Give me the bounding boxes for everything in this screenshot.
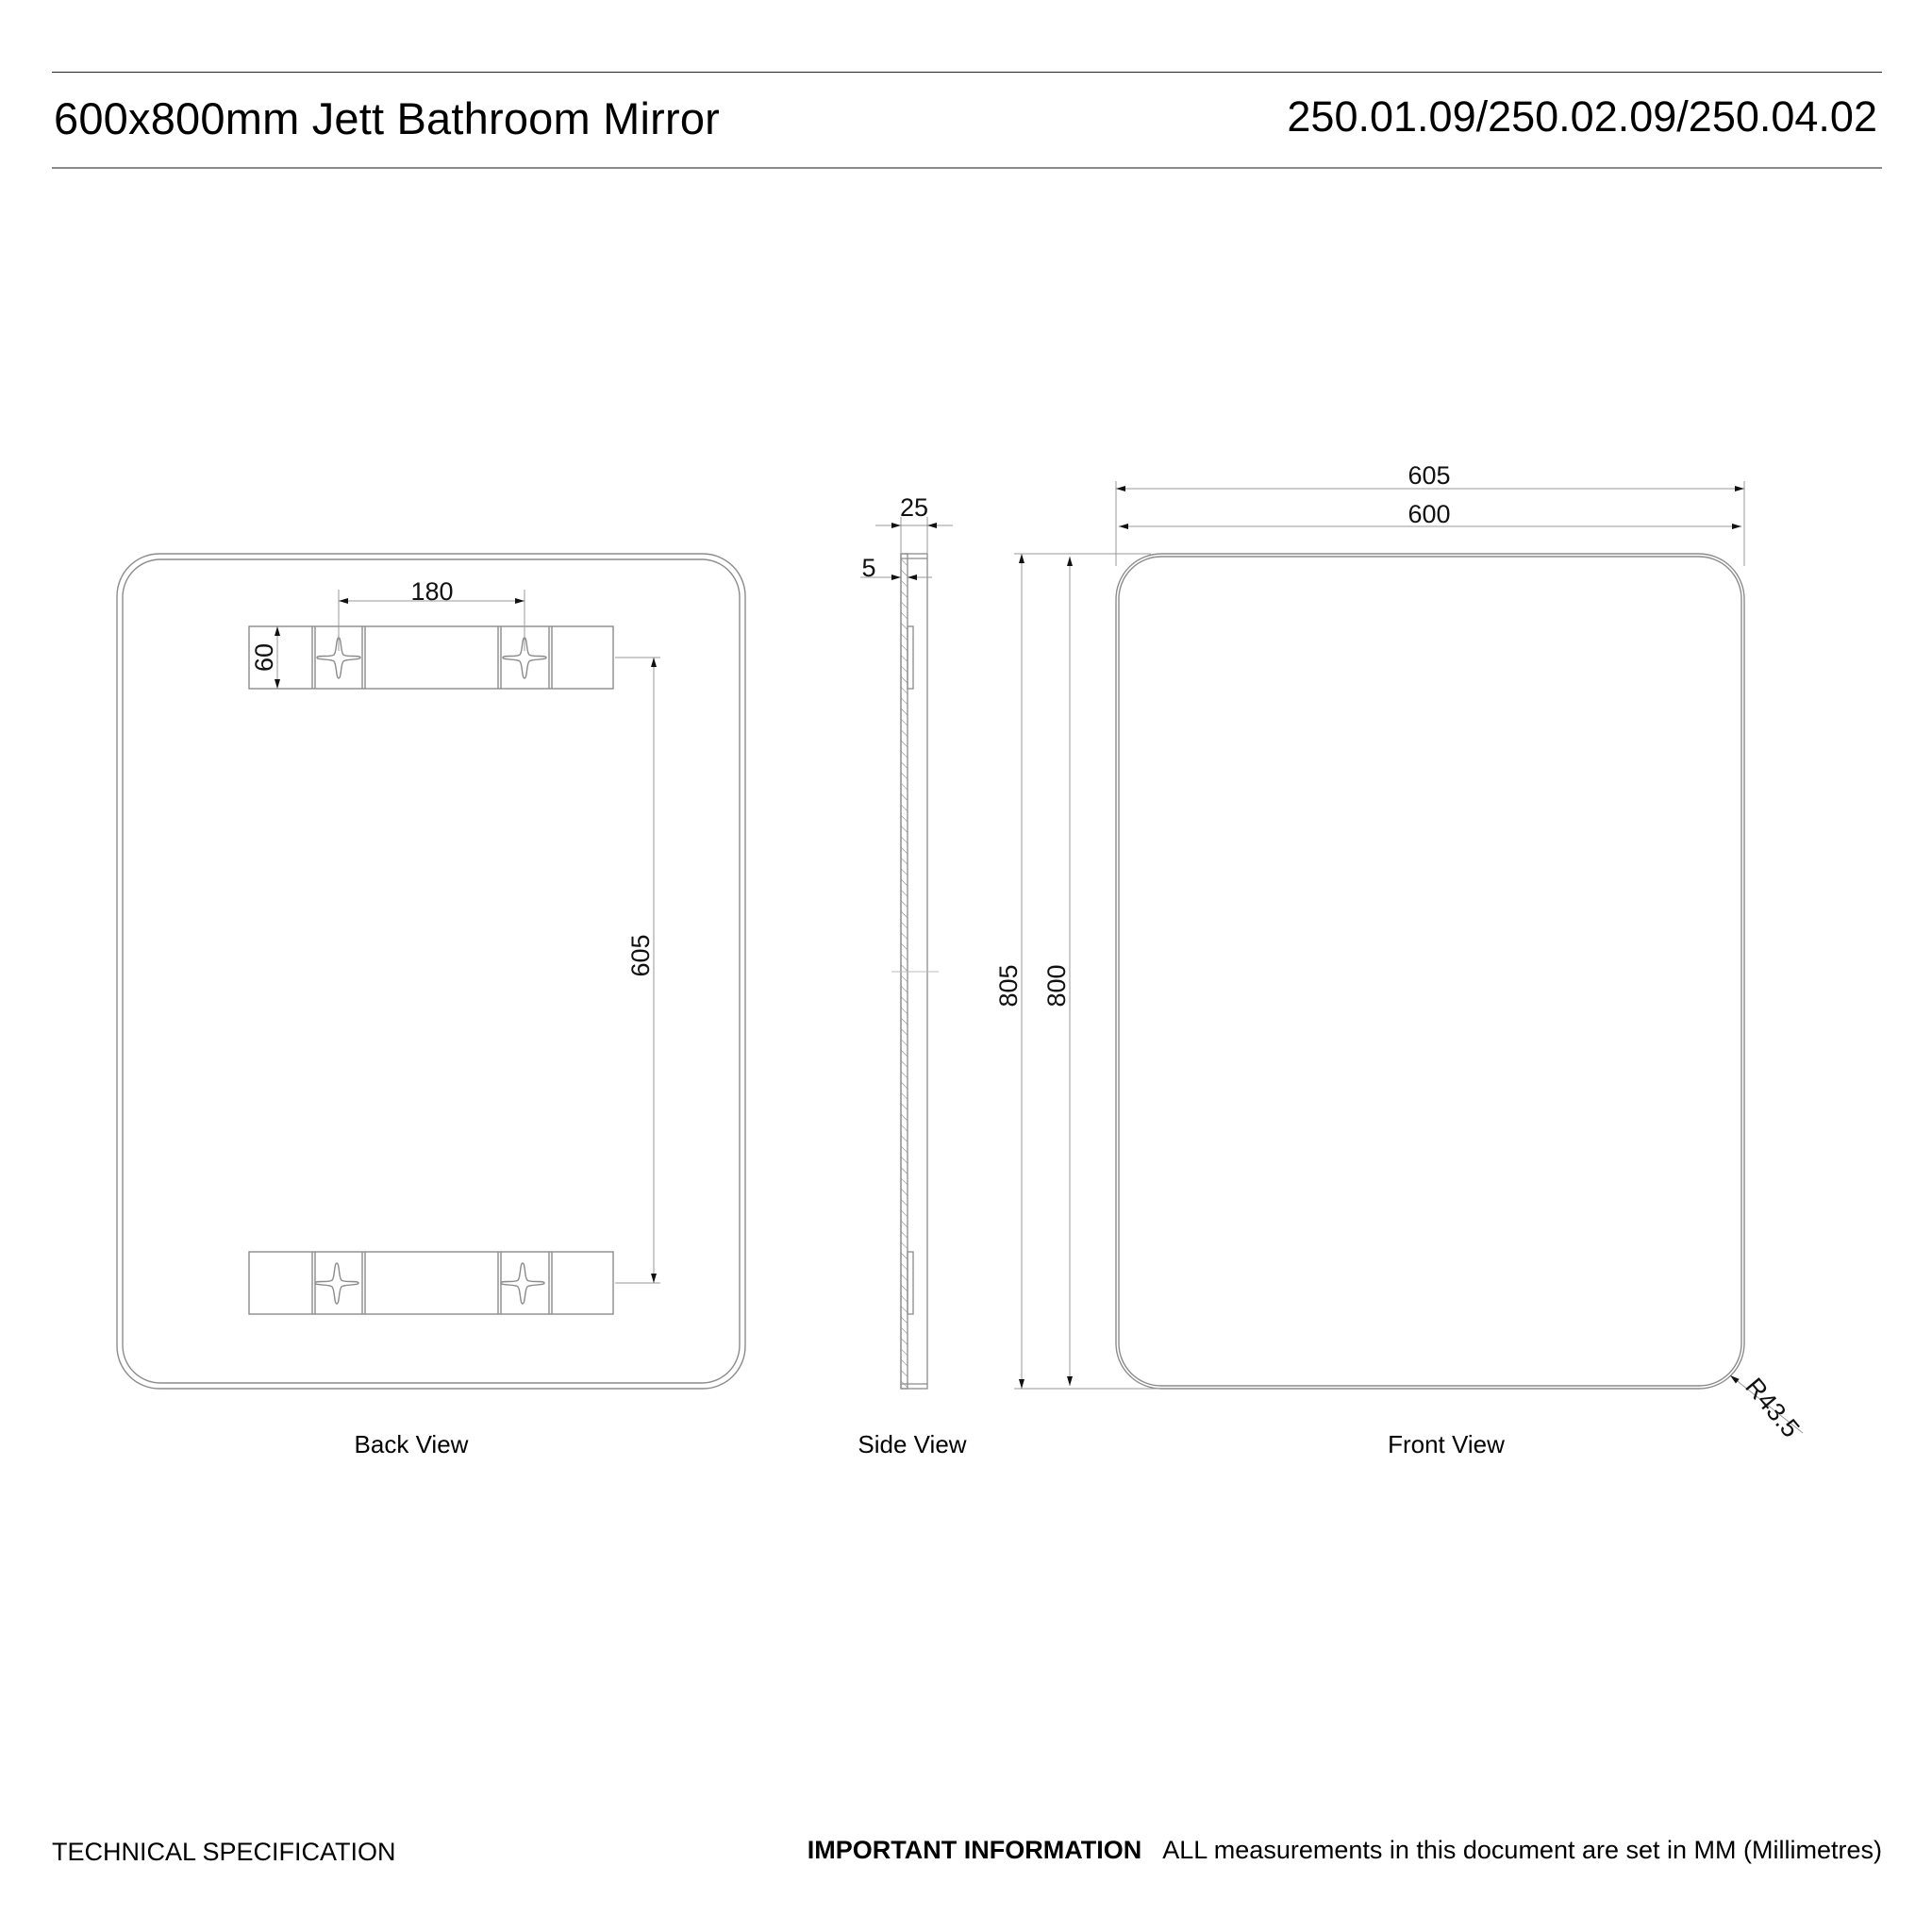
- keyhole-slot-icon: [314, 1262, 359, 1305]
- side-bracket-top: [907, 625, 914, 690]
- keyhole-slot-icon: [500, 1262, 545, 1305]
- important-information: IMPORTANT INFORMATION ALL measurements in…: [808, 1836, 1882, 1865]
- back-mirror-outline-inner: [122, 558, 741, 1384]
- dim-label-805: 805: [994, 964, 1023, 1007]
- document-title: 600x800mm Jett Bathroom Mirror: [54, 93, 721, 143]
- important-information-label: IMPORTANT INFORMATION: [807, 1836, 1142, 1864]
- header-bottom-rule: [52, 167, 1882, 169]
- dim-label-5: 5: [861, 554, 875, 582]
- technical-specification-label: TECHNICAL SPECIFICATION: [52, 1838, 396, 1866]
- dim-corner-radius: [1729, 1374, 1804, 1434]
- dim-label-180: 180: [410, 577, 453, 606]
- dim-bracket-spacing: [338, 590, 525, 651]
- dim-label-605-back: 605: [626, 934, 655, 976]
- side-view-label: Side View: [858, 1430, 967, 1458]
- side-view: [860, 517, 953, 1390]
- front-mirror-outline-inner: [1118, 556, 1742, 1387]
- dim-label-605-front: 605: [1407, 461, 1450, 490]
- header-top-rule: [52, 72, 1882, 73]
- keyhole-slot-icon: [502, 637, 547, 679]
- side-bracket-bottom: [907, 1251, 914, 1315]
- dim-bracket-vertical: [615, 657, 660, 1284]
- dim-label-radius: R43.5: [1740, 1373, 1805, 1442]
- bottom-bracket: [248, 1251, 614, 1315]
- product-codes: 250.01.09/250.02.09/250.04.02: [1287, 92, 1877, 141]
- important-information-text: ALL measurements in this document are se…: [1162, 1836, 1882, 1864]
- keyhole-slot-icon: [316, 637, 361, 679]
- dim-overall-width: [1115, 481, 1745, 566]
- top-bracket: [248, 625, 614, 690]
- front-mirror-outline-outer: [1115, 553, 1745, 1390]
- dim-depth: [875, 517, 953, 554]
- back-view: [116, 553, 746, 1390]
- back-mirror-outline-outer: [116, 553, 746, 1390]
- dim-label-25: 25: [900, 493, 928, 522]
- front-view-label: Front View: [1388, 1430, 1505, 1458]
- dim-overall-height: [1014, 553, 1160, 1390]
- dim-label-60: 60: [250, 643, 278, 672]
- back-view-label: Back View: [354, 1430, 469, 1458]
- dim-label-600: 600: [1407, 500, 1450, 528]
- dim-label-800: 800: [1042, 964, 1071, 1007]
- front-view: [1014, 481, 1804, 1434]
